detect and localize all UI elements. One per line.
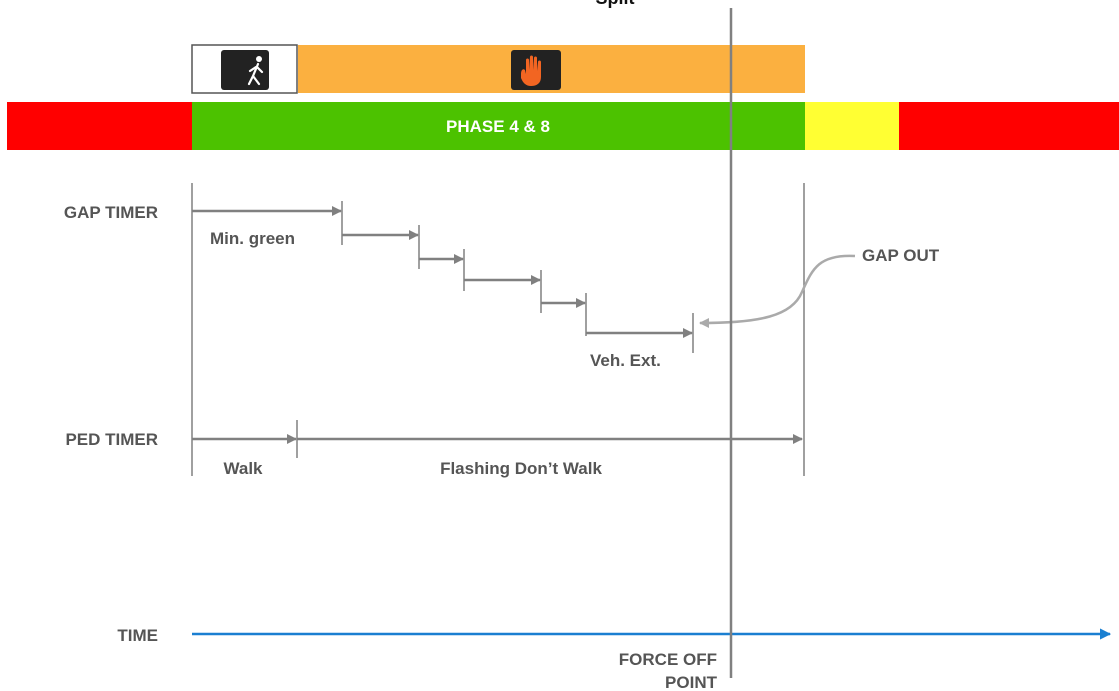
walk-label: Walk [223,459,263,478]
raised-hand-icon [511,50,561,90]
gap-out-pointer [699,254,856,328]
phase-bar: PHASE 4 & 8 [7,102,1119,150]
gap-timer-steps [192,201,694,353]
time-label: TIME [117,626,158,645]
green-interval [192,102,805,150]
min-green-label: Min. green [210,229,295,248]
phase-label: PHASE 4 & 8 [446,117,550,136]
ped-signal-bar [191,44,805,94]
gap-timer-label: GAP TIMER [64,203,158,222]
yellow-interval [805,102,899,150]
red-interval-right [899,102,1119,150]
ped-timer-arrows [192,420,803,458]
flashing-dont-walk-label: Flashing Don’t Walk [440,459,602,478]
veh-ext-label: Veh. Ext. [590,351,661,370]
ped-timer-label: PED TIMER [65,430,158,449]
gap-out-label: GAP OUT [862,246,940,265]
red-interval-left [7,102,192,150]
force-off-label-line1: FORCE OFF [619,650,717,669]
diagram-title: Split [596,0,635,8]
force-off-label-line2: POINT [665,673,718,691]
walking-person-icon [221,50,269,90]
